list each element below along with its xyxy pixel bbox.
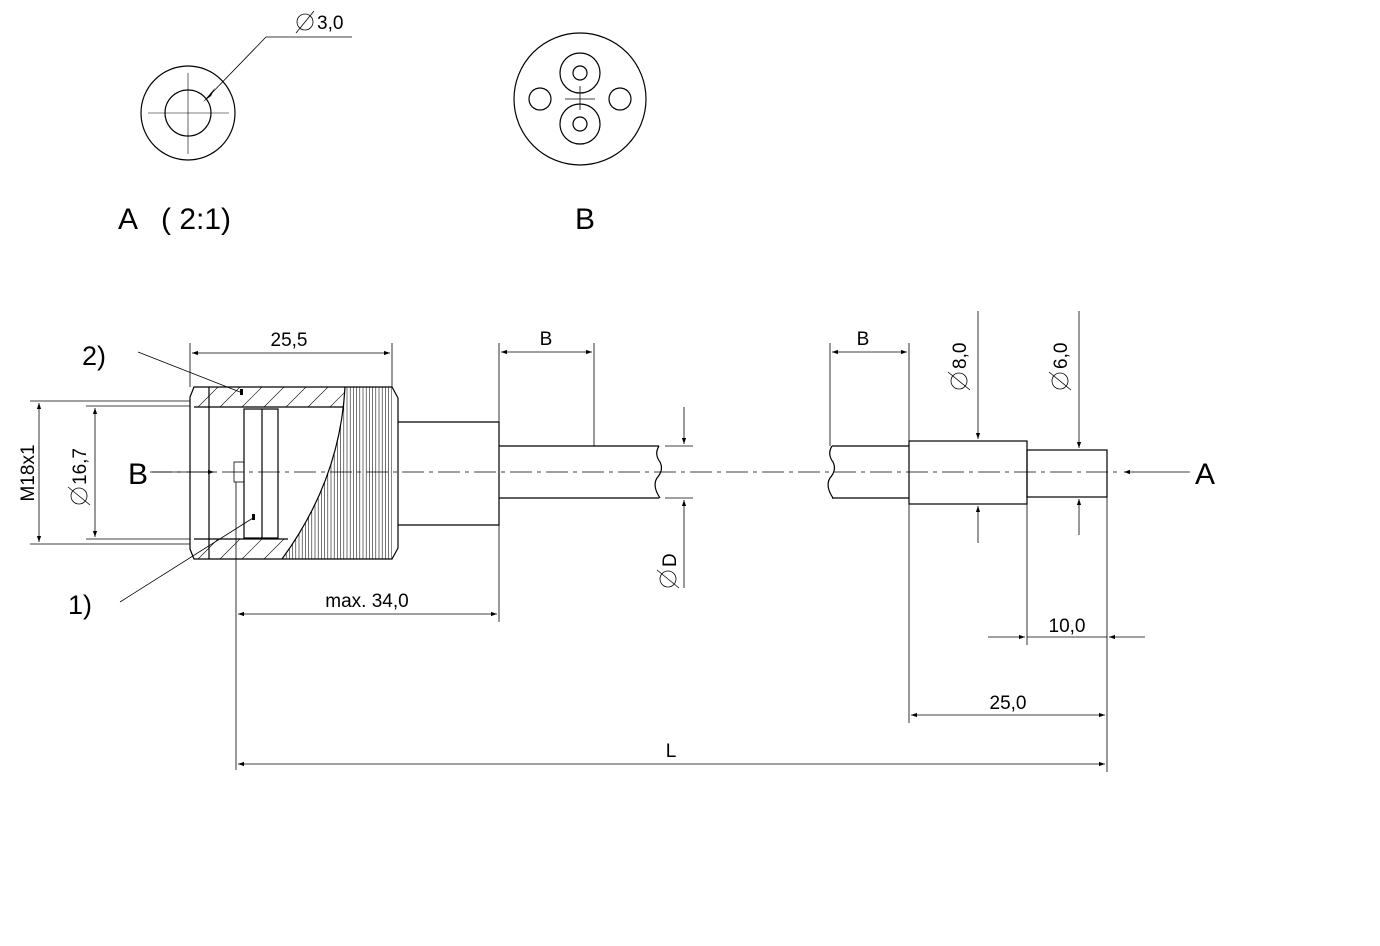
detail-a-scale: ( 2:1) — [161, 203, 231, 236]
callouts: 2) 1) — [68, 341, 254, 620]
nut-length-dim: 25,5 — [271, 330, 308, 351]
diameter-symbol — [656, 569, 680, 589]
inner-diameter-dim: 16,7 — [70, 448, 91, 485]
ferrule-diameter-dim: 6,0 — [1051, 343, 1072, 369]
thread-dim: M18x1 — [18, 444, 39, 501]
diameter-symbol — [295, 10, 315, 34]
detail-b-view: B — [513, 32, 647, 236]
connector-side-view — [150, 386, 1120, 560]
section-marker-a: A — [1195, 458, 1215, 491]
bend-right-dim: B — [857, 329, 870, 350]
detail-a-view: 3,0 A ( 2:1) — [118, 10, 352, 236]
bend-left-dim: B — [540, 329, 553, 350]
view-arrows: B A — [128, 458, 1215, 491]
section-marker-b: B — [128, 458, 148, 491]
detail-a-diameter: 3,0 — [317, 13, 343, 34]
diameter-symbol — [947, 371, 971, 391]
dimensions: 25,5 M18x1 16,7 max. 34,0 B B — [18, 311, 1145, 772]
sleeve-diameter-dim: 8,0 — [950, 343, 971, 369]
diameter-symbol — [67, 486, 91, 506]
end-length-dim: 25,0 — [990, 693, 1027, 714]
detail-a-letter: A — [118, 203, 138, 236]
detail-b-letter: B — [575, 203, 595, 236]
cable-diameter-dim: D — [660, 553, 681, 567]
ferrule-length-dim: 10,0 — [1049, 616, 1086, 637]
callout-two: 2) — [82, 341, 106, 371]
max-length-dim: max. 34,0 — [325, 591, 408, 612]
diameter-symbol — [1048, 371, 1072, 391]
callout-one: 1) — [68, 590, 92, 620]
total-length-dim: L — [666, 741, 677, 762]
